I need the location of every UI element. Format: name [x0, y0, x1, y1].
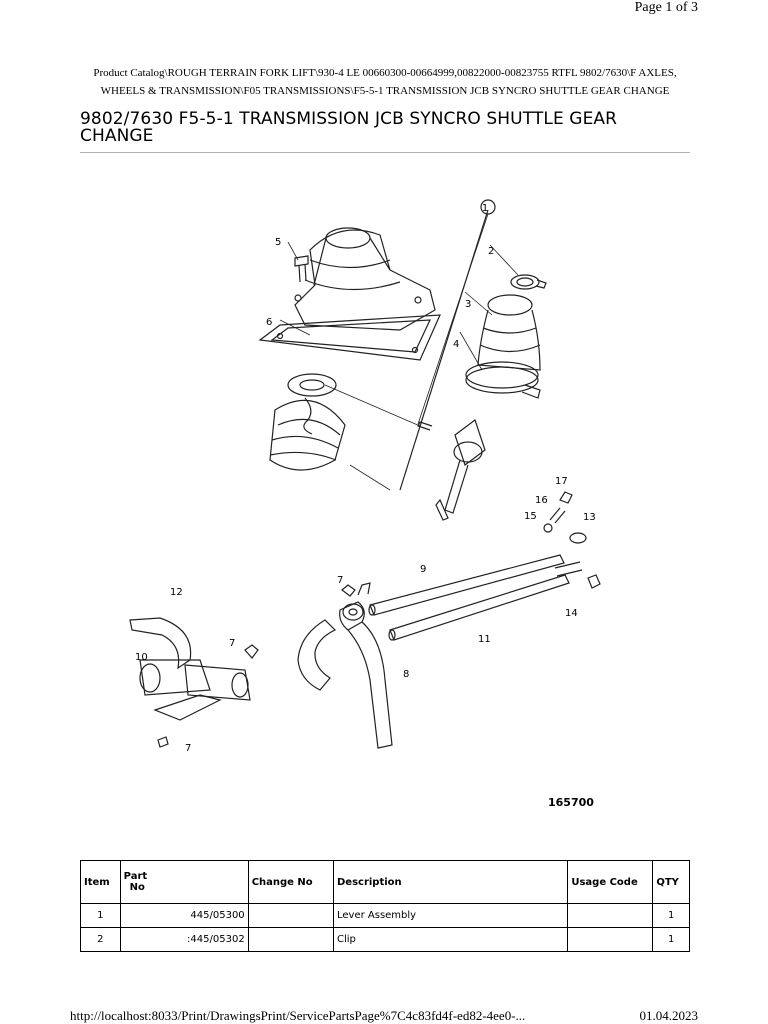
cell-qty: 1 [652, 903, 690, 928]
page-title-line: 9802/7630 F5-5-1 TRANSMISSION JCB SYNCRO… [80, 109, 618, 129]
gear-lever-drawing [399, 199, 496, 521]
leader-lines [279, 213, 519, 491]
cell-item: 1 [80, 903, 121, 928]
exploded-parts-drawing: 1 2 3 4 5 6 7 7 7 8 9 10 11 12 13 14 15 … [100, 190, 640, 830]
bolt-drawing [294, 255, 309, 283]
selector-fork-drawing [297, 582, 393, 749]
column-header-part-no-line2: No [129, 882, 145, 893]
callout-label: 7 [337, 575, 343, 586]
breadcrumb-line: WHEELS & TRANSMISSION\F05 TRANSMISSIONS\… [100, 85, 670, 97]
fork-assembly-drawing [129, 617, 259, 748]
column-header-description: Description [332, 860, 569, 904]
breadcrumb-line: Product Catalog\ROUGH TERRAIN FORK LIFT\… [93, 67, 677, 79]
small-hardware-drawing [341, 491, 601, 597]
cell-description: Clip [332, 927, 569, 952]
callout-label: 4 [453, 339, 459, 350]
callout-label: 5 [275, 237, 281, 248]
cell-usage-code [567, 903, 654, 928]
footer-date: 01.04.2023 [639, 1008, 699, 1023]
callout-label: 1 [482, 203, 488, 214]
callout-label: 17 [555, 476, 568, 487]
callout-labels: 1 2 3 4 5 6 7 7 7 8 9 10 11 12 13 14 15 … [135, 203, 596, 754]
column-header-usage-code: Usage Code [567, 860, 654, 904]
callout-label: 2 [488, 246, 494, 257]
callout-label: 8 [403, 669, 409, 680]
gaiter-housing-drawing [258, 227, 441, 361]
table-header-row: Item Part No Change No Description Usage… [80, 860, 690, 904]
breadcrumb: Product Catalog\ROUGH TERRAIN FORK LIFT\… [80, 64, 690, 100]
cell-description: Lever Assembly [332, 903, 569, 928]
callout-label: 15 [524, 511, 537, 522]
callout-label: 13 [583, 512, 596, 523]
clip-drawing [510, 274, 547, 290]
column-header-change-no: Change No [247, 860, 334, 904]
table-row: 1 445/05300 Lever Assembly 1 [80, 903, 690, 928]
callout-label: 10 [135, 652, 148, 663]
callout-label: 3 [465, 299, 471, 310]
cell-item: 2 [80, 927, 121, 952]
footer-url: http://localhost:8033/Print/DrawingsPrin… [70, 1008, 526, 1023]
parts-table: Item Part No Change No Description Usage… [80, 860, 690, 952]
page-title-line: CHANGE [80, 126, 154, 146]
callout-label: 7 [185, 743, 191, 754]
column-header-part-no-line1: Part [123, 871, 148, 882]
cell-change-no [247, 903, 334, 928]
page-title: 9802/7630 F5-5-1 TRANSMISSION JCB SYNCRO… [80, 111, 690, 145]
cell-qty: 1 [652, 927, 690, 952]
cell-usage-code [567, 927, 654, 952]
callout-label: 12 [170, 587, 183, 598]
cell-part-no: :445/05302 [119, 927, 249, 952]
small-boot-drawing [465, 294, 541, 399]
cell-part-no: 445/05300 [119, 903, 249, 928]
column-header-part-no: Part No [119, 860, 249, 904]
column-header-item: Item [80, 860, 121, 904]
table-row: 2 :445/05302 Clip 1 [80, 927, 690, 952]
callout-label: 7 [229, 638, 235, 649]
callout-label: 9 [420, 564, 426, 575]
title-divider [80, 152, 690, 153]
callout-label: 11 [478, 634, 491, 645]
callout-label: 16 [535, 495, 548, 506]
figure-number: 165700 [548, 796, 594, 809]
column-header-qty: QTY [652, 860, 690, 904]
rubber-boot-drawing [269, 373, 346, 471]
callout-label: 6 [266, 317, 272, 328]
callout-label: 14 [565, 608, 578, 619]
cell-change-no [247, 927, 334, 952]
selector-rods-drawing [368, 554, 583, 641]
page-number: Page 1 of 3 [634, 0, 698, 15]
